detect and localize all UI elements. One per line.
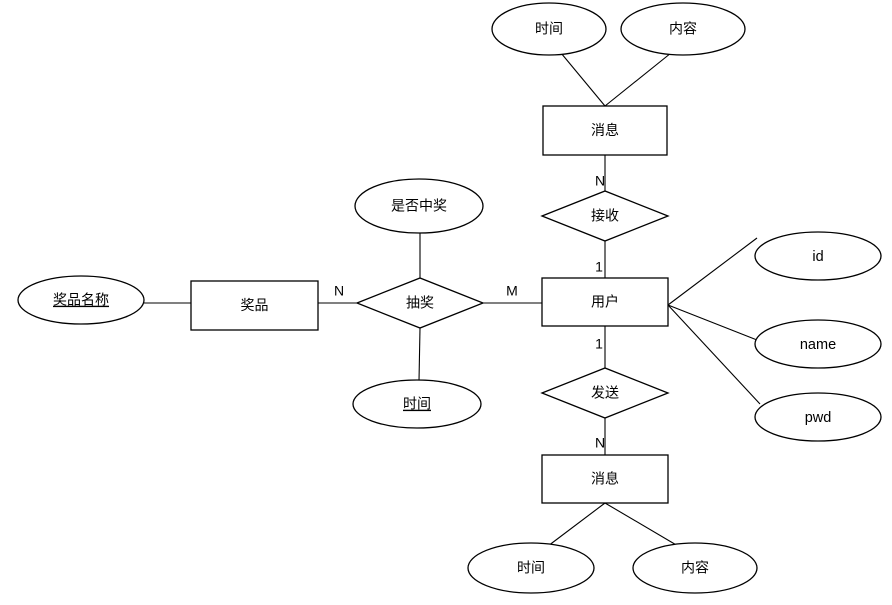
attribute-label: 时间 [517,560,545,576]
attribute-ellipse [17,275,145,325]
relationship-label: 发送 [591,385,619,401]
entity-label: 奖品 [241,297,269,313]
attribute-ellipse [352,379,482,429]
relationship-label: 抽奖 [406,295,434,311]
relationship-label: 接收 [591,208,619,224]
attribute-msg_sent_content[interactable]: 内容 [632,542,758,594]
attribute-msg_sent_time[interactable]: 时间 [467,542,595,594]
entity-label: 消息 [591,471,619,487]
cardinality-label-card-send-1: 1 [595,336,603,352]
attribute-is_winner[interactable]: 是否中奖 [354,178,484,234]
attribute-label: 时间 [535,21,563,37]
attribute-msg_recv_content[interactable]: 内容 [620,2,746,56]
entity-prize[interactable]: 奖品 [190,280,319,331]
attribute-label: name [800,337,836,353]
attribute-user_id[interactable]: id [754,231,882,281]
edge-e-time-msgrecv [560,52,606,107]
attribute-label: id [812,249,823,265]
attribute-user_pwd[interactable]: pwd [754,392,882,442]
entity-user[interactable]: 用户 [541,277,669,327]
relationship-send[interactable]: 发送 [540,367,670,419]
attribute-label: 是否中奖 [391,198,447,214]
cardinality-label-card-receive-n: N [595,173,605,189]
edge-e-draw-drawtime [418,327,421,382]
relationship-receive[interactable]: 接收 [540,190,670,242]
attribute-draw_time[interactable]: 时间 [352,379,482,429]
attribute-label-key: 奖品名称 [53,292,109,308]
cardinality-label-card-receive-1: 1 [595,259,603,275]
cardinality-label-card-draw-n: N [334,283,344,299]
entity-rect [541,454,669,504]
edge-e-msgsent-content [604,502,679,547]
edges-layer [144,52,761,547]
attribute-ellipse [491,2,607,56]
attribute-ellipse [354,178,484,234]
attribute-label: pwd [805,410,832,426]
edge-e-user-pwd [667,304,761,405]
entity-message_sent[interactable]: 消息 [541,454,669,504]
attribute-prize_name[interactable]: 奖品名称 [17,275,145,325]
attribute-ellipse [754,392,882,442]
entity-label: 消息 [591,122,619,138]
edge-e-user-id [667,237,758,306]
relationship-diamond [540,367,670,419]
relationship-diamond [355,277,485,329]
edge-e-content-msgrecv [604,52,672,107]
entity-message_received[interactable]: 消息 [542,105,668,156]
cardinality-label-card-send-n: N [595,435,605,451]
attribute-ellipse [754,231,882,281]
edge-e-msgsent-time [547,502,606,547]
entity-label: 用户 [591,294,619,310]
relationship-draw[interactable]: 抽奖 [355,277,485,329]
attribute-msg_recv_time[interactable]: 时间 [491,2,607,56]
entity-rect [541,277,669,327]
attribute-label: 内容 [681,560,709,576]
attribute-label: 内容 [669,21,697,37]
cardinality-label-card-draw-m: M [506,283,518,299]
attribute-user_name[interactable]: name [754,319,882,369]
nodes-layer: 消息奖品用户消息接收抽奖发送时间内容奖品名称是否中奖时间idnamepwd时间内… [17,2,882,594]
attribute-ellipse [632,542,758,594]
attribute-ellipse [620,2,746,56]
entity-rect [190,280,319,331]
attribute-label-key: 时间 [403,396,431,412]
attribute-ellipse [754,319,882,369]
relationship-diamond [540,190,670,242]
entity-rect [542,105,668,156]
edge-e-user-name [667,304,758,341]
attribute-ellipse [467,542,595,594]
